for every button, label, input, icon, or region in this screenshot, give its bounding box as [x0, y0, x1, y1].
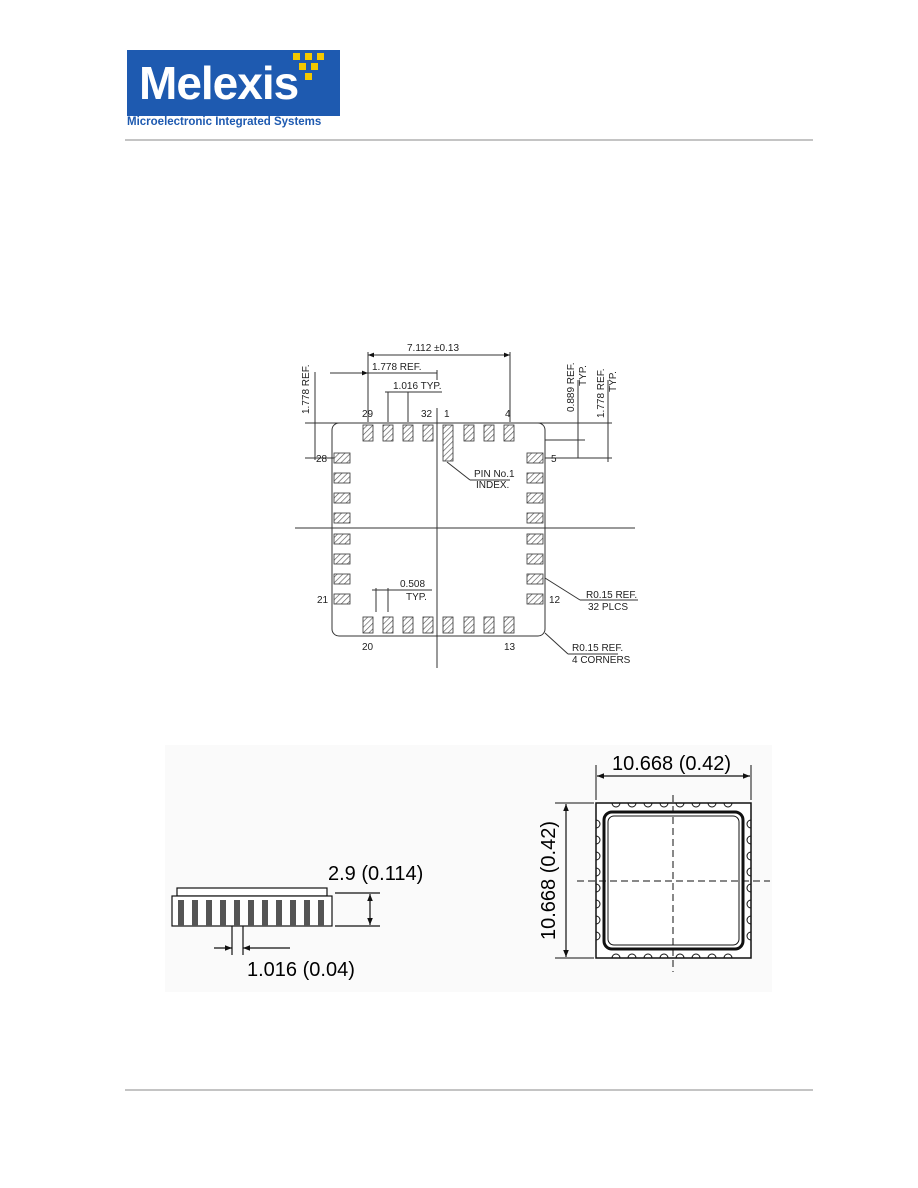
- pads-right-column: [526, 452, 544, 605]
- logo-tagline: Microelectronic Integrated Systems: [127, 116, 322, 128]
- length-dim-label: 10.668 (0.42): [538, 821, 560, 940]
- pin-label-21: 21: [317, 595, 329, 606]
- package-outline: [331, 422, 546, 637]
- dim-left-vertical-label: 1.778 REF.: [301, 365, 312, 414]
- radius-pads-line2: 32 PLCS: [588, 602, 628, 613]
- pin-label-20: 20: [362, 642, 374, 653]
- pin-label-32: 32: [421, 409, 433, 420]
- pads-top-row: [362, 424, 515, 462]
- pads-left-column: [333, 452, 351, 605]
- pad-width-sub: TYP.: [406, 592, 427, 603]
- pin1-note-line1: PIN No.1: [474, 469, 515, 480]
- width-dim-label: 10.668 (0.42): [612, 753, 731, 775]
- top-view: [555, 765, 770, 972]
- pin-label-13: 13: [504, 642, 516, 653]
- dim-right-a-sub: TYP.: [578, 365, 589, 386]
- radius-corners-line2: 4 CORNERS: [572, 655, 631, 666]
- dim-ref-left-label: 1.778 REF.: [372, 362, 421, 373]
- company-logo: Melexis Microelectronic Integrated Syste…: [127, 50, 340, 130]
- footer-rule: [125, 1089, 813, 1091]
- pin1-note-line2: INDEX.: [476, 480, 509, 491]
- dim-right-b-label: 1.778 REF.: [596, 369, 607, 418]
- logo-box: Melexis: [127, 50, 340, 116]
- pin-label-4: 4: [505, 409, 511, 420]
- header-rule: [125, 139, 813, 141]
- dim-right-a-label: 0.889 REF.: [566, 363, 577, 412]
- side-view: [171, 887, 380, 955]
- pin-label-1: 1: [444, 409, 450, 420]
- logo-word: Melexis: [139, 57, 299, 109]
- pads-bottom-row: [362, 616, 515, 634]
- dim-pitch-label: 1.016 TYP.: [393, 381, 442, 392]
- pin-label-12: 12: [549, 595, 561, 606]
- pin-label-28: 28: [316, 454, 328, 465]
- dim-width-label: 7.112 ±0.13: [407, 343, 459, 354]
- logo-dots-icon: [293, 53, 324, 80]
- pad-width-label: 0.508: [400, 579, 425, 590]
- radius-pads-line1: R0.15 REF.: [586, 590, 637, 601]
- radius-corners-line1: R0.15 REF.: [572, 643, 623, 654]
- dim-right-b-sub: TYP.: [608, 371, 619, 392]
- height-dim-label: 2.9 (0.114): [328, 863, 423, 885]
- pin-label-5: 5: [551, 454, 557, 465]
- pin-label-29: 29: [362, 409, 374, 420]
- pitch-dim-label: 1.016 (0.04): [247, 959, 355, 981]
